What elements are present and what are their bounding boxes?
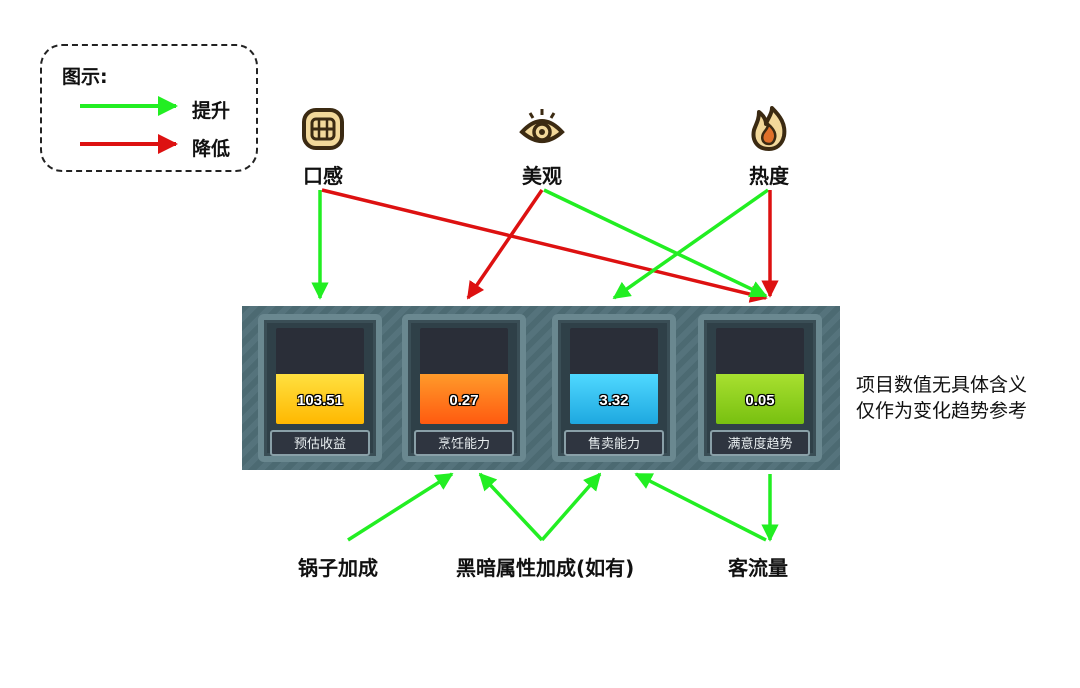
meter-value: 0.27 [449, 392, 479, 409]
arrow-looks-to-satisfaction [543, 188, 768, 298]
legend: 图示: 提升 降低 [40, 44, 258, 172]
meter-fill [420, 374, 508, 424]
eye-icon [519, 106, 565, 152]
attribute-taste: 口感 [278, 106, 368, 189]
arrow-taste-to-satisfaction [321, 188, 768, 303]
meter-label: 预估收益 [270, 430, 370, 456]
meter-value: 0.05 [745, 392, 775, 409]
meters-panel: 103.51 预估收益 0.27 烹饪能力 3.32 售卖能力 0.05 满意度… [242, 306, 840, 470]
meter-tank: 0.05 [716, 328, 804, 424]
flame-icon [746, 106, 792, 152]
meter-fill [276, 374, 364, 424]
note-line-2: 仅作为变化趋势参考 [856, 400, 1028, 422]
grill-icon [300, 106, 346, 152]
note: 项目数值无具体含义 仅作为变化趋势参考 [856, 372, 1027, 424]
arrow-dark-to-cooking [478, 472, 544, 542]
attribute-looks-label: 美观 [522, 164, 562, 188]
attribute-heat-label: 热度 [749, 164, 789, 188]
meter-fill [570, 374, 658, 424]
meter-fill [716, 374, 804, 424]
legend-down-label: 降低 [192, 138, 231, 160]
arrow-looks-to-cooking [466, 189, 544, 300]
attribute-looks: 美观 [497, 106, 587, 189]
legend-up-label: 提升 [192, 100, 231, 122]
meter-value: 103.51 [297, 392, 343, 409]
meter-tank: 0.27 [420, 328, 508, 424]
arrow-heat-to-selling [612, 188, 770, 300]
meter-satisfaction: 0.05 满意度趋势 [698, 314, 822, 462]
meter-label: 售卖能力 [564, 430, 664, 456]
meter-revenue: 103.51 预估收益 [258, 314, 382, 462]
meter-selling: 3.32 售卖能力 [552, 314, 676, 462]
meter-tank: 103.51 [276, 328, 364, 424]
note-line-1: 项目数值无具体含义 [856, 374, 1028, 396]
arrow-pot-to-cooking [347, 472, 454, 542]
meter-cooking: 0.27 烹饪能力 [402, 314, 526, 462]
meter-label: 满意度趋势 [710, 430, 810, 456]
meter-label: 烹饪能力 [414, 430, 514, 456]
attribute-heat: 热度 [724, 106, 814, 189]
arrow-dark-to-selling [540, 472, 602, 542]
meter-value: 3.32 [599, 392, 629, 409]
arrow-traffic-to-selling [634, 472, 767, 542]
factor-dark-bonus: 黑暗属性加成(如有) [456, 556, 635, 580]
meter-tank: 3.32 [570, 328, 658, 424]
factor-traffic: 客流量 [728, 556, 788, 580]
attribute-taste-label: 口感 [303, 164, 343, 188]
legend-title: 图示: [62, 66, 108, 88]
factor-pot-bonus: 锅子加成 [298, 556, 378, 580]
